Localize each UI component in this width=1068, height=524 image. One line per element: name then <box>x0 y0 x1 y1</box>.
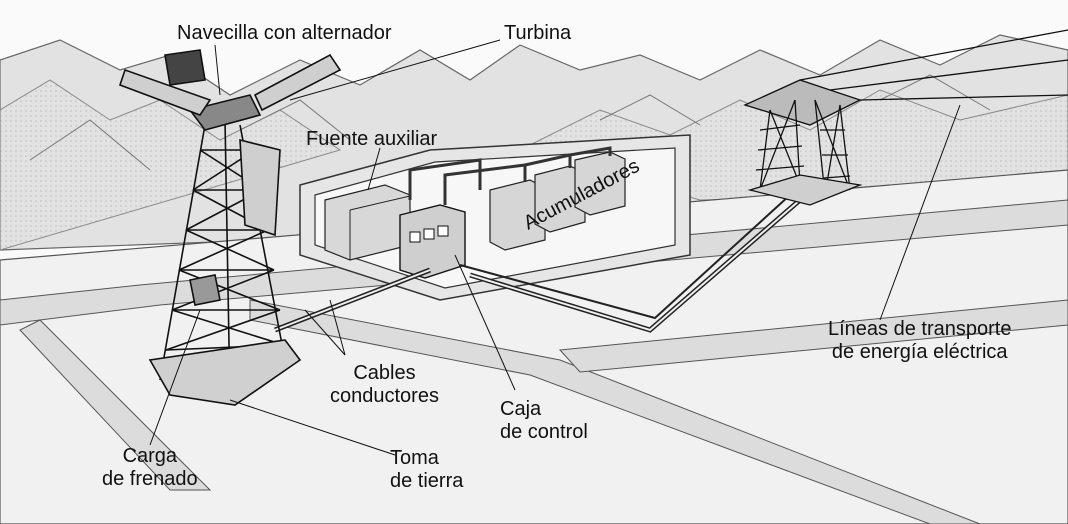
label-toma-de-tierra: Toma de tierra <box>390 447 463 493</box>
wind-turbine <box>118 49 342 406</box>
label-lineas-de-transporte: Líneas de transporte de energía eléctric… <box>828 318 1011 364</box>
cable-trenches <box>274 194 802 333</box>
label-carga-line1: Carga <box>122 445 178 467</box>
transmission-pylons <box>743 29 1068 206</box>
label-lineas-line1: Líneas de transporte <box>828 318 1012 340</box>
label-lineas-line2: de energía eléctrica <box>831 341 1008 363</box>
label-caja-line1: Caja <box>500 398 542 420</box>
label-cables-line2: conductores <box>330 385 439 407</box>
label-carga-line2: de frenado <box>102 468 198 490</box>
label-carga-de-frenado: Carga de frenado <box>102 445 198 491</box>
label-toma-line2: de tierra <box>390 470 464 492</box>
accumulator-building <box>299 134 691 301</box>
label-caja-line2: de control <box>500 421 588 443</box>
label-cables-line1: Cables <box>353 362 416 384</box>
label-navecilla: Navecilla con alternador <box>177 22 392 44</box>
label-toma-line1: Toma <box>390 447 439 469</box>
leader-lines <box>149 39 961 456</box>
label-cables-conductores: Cables conductores <box>330 362 439 408</box>
label-fuente-auxiliar: Fuente auxiliar <box>306 128 438 150</box>
label-caja-de-control: Caja de control <box>500 398 588 444</box>
label-turbina: Turbina <box>504 22 572 44</box>
